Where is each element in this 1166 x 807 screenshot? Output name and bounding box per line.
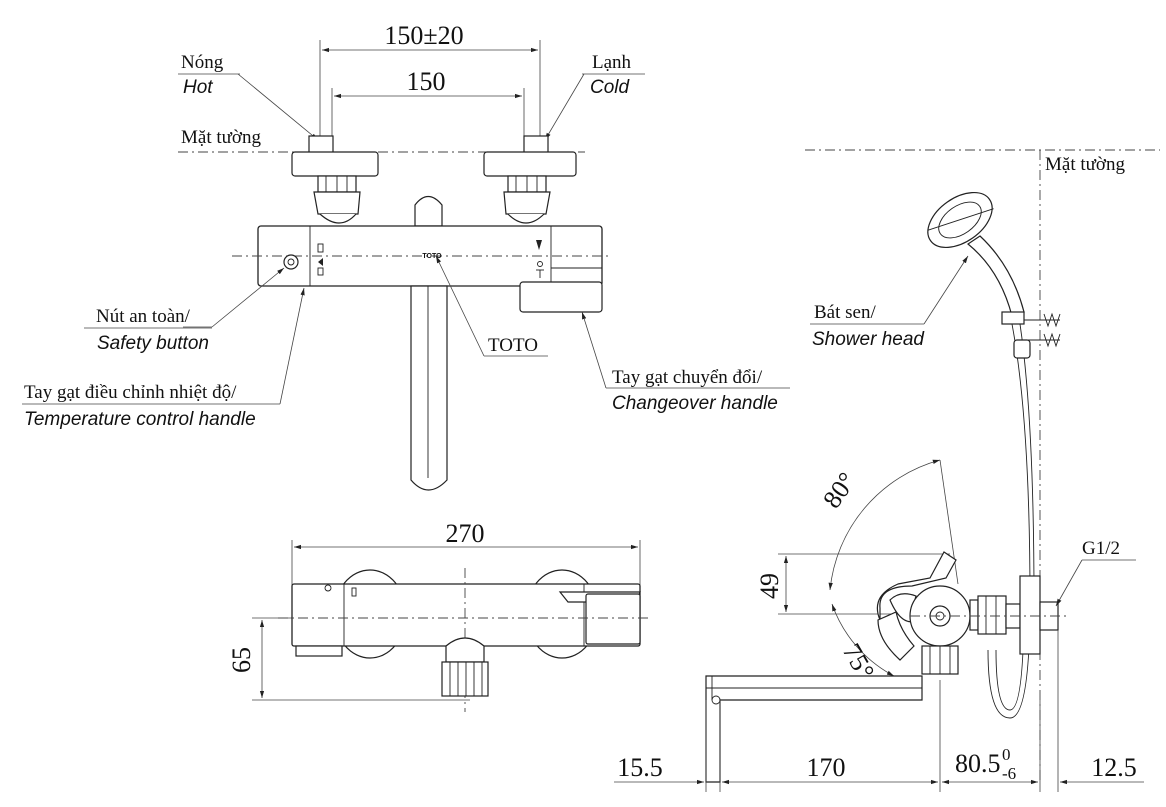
dim-65: 65: [227, 647, 256, 673]
safety-label-en: Safety button: [97, 333, 209, 354]
wall-label-top: Mặt tường: [181, 127, 261, 148]
brand-label: TOTO: [488, 335, 538, 356]
dim-150pm20: 150±20: [384, 21, 463, 50]
side-view: Mặt tường Bát sen/ Shower head 80° 75°: [614, 149, 1160, 792]
front-view: 150±20 150 Mặt tường Nóng Hot Lạnh Cold: [22, 21, 790, 491]
dim-12-5: 12.5: [1091, 753, 1137, 782]
dim-80-5: 80.5: [955, 749, 1001, 778]
g12-label: G1/2: [1082, 538, 1120, 559]
dim-270: 270: [446, 519, 485, 548]
cold-label-en: Cold: [590, 77, 631, 98]
temp-label-vi: Tay gạt điều chỉnh nhiệt độ/: [24, 382, 237, 403]
hot-label-en: Hot: [183, 77, 213, 98]
safety-label-vi: Nút an toàn/: [96, 306, 191, 327]
top-view: 270 65: [227, 519, 650, 712]
dim-80-5-sup: 0: [1002, 745, 1011, 764]
dim-15-5: 15.5: [617, 753, 663, 782]
dim-80-5-sub: -6: [1002, 764, 1016, 783]
temp-label-en: Temperature control handle: [24, 409, 256, 430]
change-label-en: Changeover handle: [612, 393, 778, 414]
hot-label-vi: Nóng: [181, 52, 224, 73]
dim-80deg: 80°: [817, 467, 862, 513]
dim-150: 150: [407, 67, 446, 96]
shower-label-vi: Bát sen/: [814, 302, 876, 323]
shower-label-en: Shower head: [812, 329, 925, 350]
cold-label-vi: Lạnh: [592, 52, 632, 73]
wall-label-side: Mặt tường: [1045, 154, 1125, 175]
body-logo: TOTO: [422, 253, 442, 260]
dim-170: 170: [807, 753, 846, 782]
dim-49: 49: [755, 573, 784, 599]
change-label-vi: Tay gạt chuyển đổi/: [612, 367, 763, 388]
